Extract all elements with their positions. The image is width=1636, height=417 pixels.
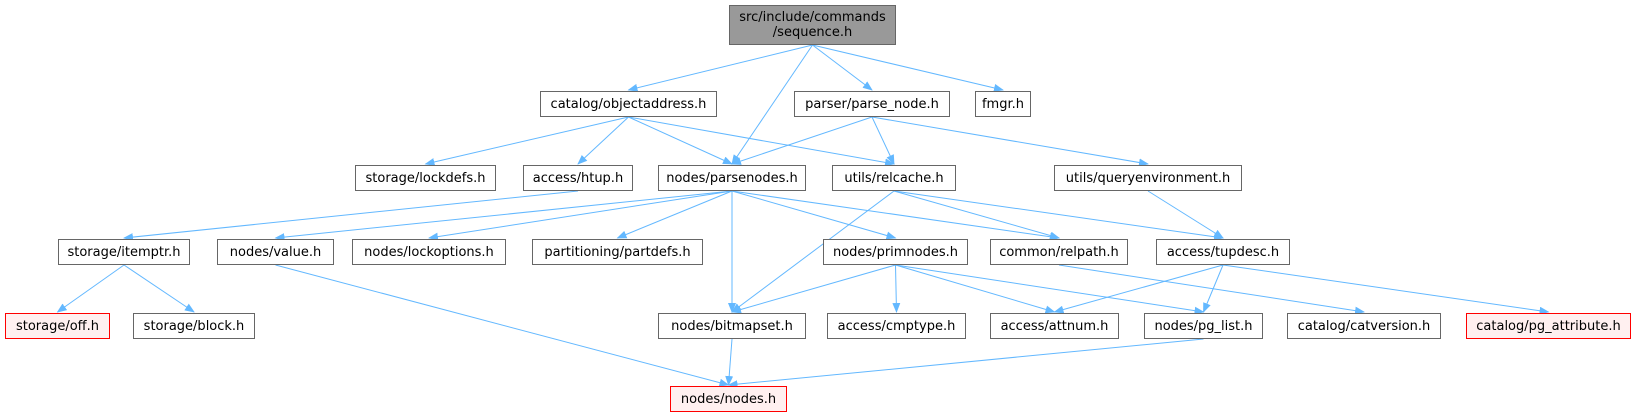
edge-sequence-to-parsenodes: [731, 44, 813, 165]
node-label: fmgr.h: [981, 96, 1024, 112]
edge-primnodes-to-bitmapset: [731, 264, 896, 314]
node-access-tupdesc-h[interactable]: access/tupdesc.h: [1156, 239, 1290, 265]
node-label: access/tupdesc.h: [1166, 244, 1280, 260]
node-sequence-h[interactable]: src/include/commands /sequence.h: [729, 5, 896, 45]
node-label: nodes/parsenodes.h: [666, 170, 798, 186]
edge-relcache-to-tupdesc: [893, 190, 1224, 241]
edge-primnodes-to-attnum: [895, 264, 1056, 314]
node-nodes-pg-list-h[interactable]: nodes/pg_list.h: [1144, 313, 1263, 339]
edge-objectaddress-to-lockdefs: [424, 116, 629, 166]
node-label: nodes/primnodes.h: [832, 244, 959, 260]
edge-itemptr-to-off: [56, 264, 125, 313]
node-nodes-bitmapset-h[interactable]: nodes/bitmapset.h: [658, 313, 806, 339]
edge-parsenodes-to-primnodes: [731, 190, 897, 240]
edge-parsenodes-to-value: [274, 190, 733, 242]
node-access-attnum-h[interactable]: access/attnum.h: [990, 313, 1119, 339]
edge-parsenodes-to-lockoptions: [428, 190, 733, 241]
node-label: storage/off.h: [15, 318, 100, 334]
node-label: nodes/value.h: [229, 244, 322, 260]
node-label: nodes/lockoptions.h: [364, 244, 494, 260]
edge-parse_node-to-queryenv: [871, 116, 1149, 167]
edge-relcache-to-relpath: [893, 190, 1060, 240]
node-parser-parse-node-h[interactable]: parser/parse_node.h: [794, 91, 950, 117]
node-storage-itemptr-h[interactable]: storage/itemptr.h: [58, 239, 190, 265]
node-nodes-value-h[interactable]: nodes/value.h: [217, 239, 334, 265]
edge-sequence-to-objectaddress: [627, 44, 813, 92]
node-catalog-pg-attribute-h[interactable]: catalog/pg_attribute.h: [1466, 313, 1631, 339]
node-common-relpath-h[interactable]: common/relpath.h: [990, 239, 1128, 265]
edge-primnodes-to-pg_list: [895, 264, 1205, 315]
edge-tupdesc-to-pg_list: [1203, 264, 1224, 313]
node-label: utils/queryenvironment.h: [1065, 170, 1231, 186]
node-label: catalog/pg_attribute.h: [1476, 318, 1621, 334]
edge-sequence-to-fmgr: [812, 44, 1004, 92]
edge-pg_list-to-nodes: [727, 338, 1204, 389]
node-label: access/attnum.h: [1000, 318, 1109, 334]
edge-objectaddress-to-htup: [577, 116, 629, 165]
node-fmgr-h[interactable]: fmgr.h: [975, 91, 1031, 117]
edge-bitmapset-to-nodes: [725, 338, 734, 386]
edge-itemptr-to-block: [123, 264, 195, 313]
node-access-htup-h[interactable]: access/htup.h: [523, 165, 633, 191]
node-label: common/relpath.h: [999, 244, 1119, 260]
edge-parsenodes-to-relpath: [731, 190, 1060, 241]
node-access-cmptype-h[interactable]: access/cmptype.h: [827, 313, 966, 339]
node-label: storage/lockdefs.h: [365, 170, 486, 186]
node-label: src/include/commands /sequence.h: [739, 10, 886, 40]
node-label: access/cmptype.h: [837, 318, 956, 334]
node-label: storage/itemptr.h: [67, 244, 181, 260]
edge-objectaddress-to-relcache: [628, 116, 895, 167]
node-label: storage/block.h: [143, 318, 245, 334]
edge-parse_node-to-relcache: [871, 116, 895, 165]
node-label: nodes/nodes.h: [680, 391, 777, 407]
node-storage-off-h[interactable]: storage/off.h: [5, 313, 110, 339]
node-label: nodes/bitmapset.h: [671, 318, 793, 334]
node-label: utils/relcache.h: [844, 170, 944, 186]
node-storage-lockdefs-h[interactable]: storage/lockdefs.h: [355, 165, 496, 191]
node-catalog-objectaddress-h[interactable]: catalog/objectaddress.h: [540, 91, 717, 117]
node-label: parser/parse_node.h: [805, 96, 939, 112]
node-storage-block-h[interactable]: storage/block.h: [133, 313, 255, 339]
edge-objectaddress-to-parsenodes: [628, 116, 733, 165]
edge-relpath-to-catversion: [1058, 264, 1365, 315]
edge-sequence-to-parse_node: [812, 44, 873, 91]
node-nodes-primnodes-h[interactable]: nodes/primnodes.h: [823, 239, 968, 265]
edge-parsenodes-to-partdefs: [616, 190, 733, 239]
node-partitioning-partdefs-h[interactable]: partitioning/partdefs.h: [532, 239, 703, 265]
node-catalog-catversion-h[interactable]: catalog/catversion.h: [1287, 313, 1441, 339]
node-nodes-lockoptions-h[interactable]: nodes/lockoptions.h: [352, 239, 506, 265]
edge-primnodes-to-cmptype: [892, 264, 901, 313]
node-utils-queryenvironment-h[interactable]: utils/queryenvironment.h: [1054, 165, 1242, 191]
edge-tupdesc-to-pg_attribute: [1222, 264, 1550, 315]
node-label: access/htup.h: [532, 170, 624, 186]
node-label: partitioning/partdefs.h: [544, 244, 691, 260]
edge-tupdesc-to-attnum: [1053, 264, 1224, 314]
node-label: catalog/catversion.h: [1297, 318, 1431, 334]
edge-parse_node-to-parsenodes: [731, 116, 873, 165]
edge-value-to-nodes: [275, 264, 730, 387]
node-nodes-parsenodes-h[interactable]: nodes/parsenodes.h: [658, 165, 806, 191]
node-nodes-nodes-h[interactable]: nodes/nodes.h: [670, 386, 787, 412]
node-label: nodes/pg_list.h: [1154, 318, 1253, 334]
node-label: catalog/objectaddress.h: [550, 96, 707, 112]
node-utils-relcache-h[interactable]: utils/relcache.h: [832, 165, 956, 191]
edge-htup-to-itemptr: [123, 190, 579, 242]
edge-relcache-to-bitmapset: [731, 190, 895, 313]
edge-queryenv-to-tupdesc: [1147, 190, 1224, 239]
